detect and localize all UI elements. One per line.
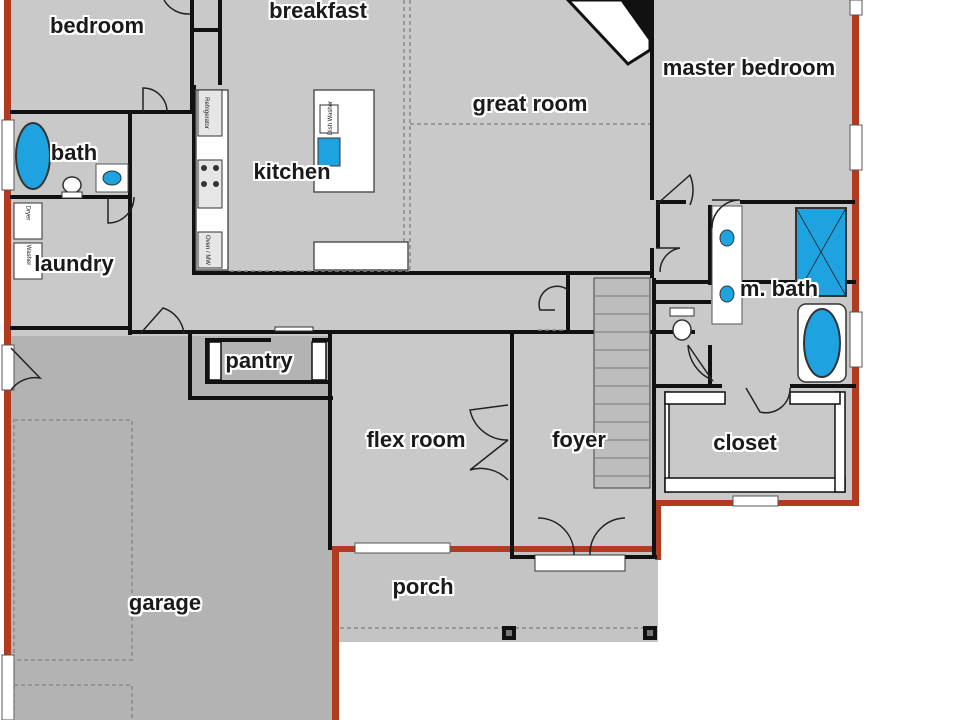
window [1,654,15,720]
room-label-bath: bath [50,140,98,165]
refrigerator-label: Refrigerator [202,97,209,129]
fireplace-firebox [620,0,650,42]
front-door-threshold [534,554,626,572]
room-label-bedroom: bedroom [49,13,145,38]
porch-column-inner [647,630,653,636]
master-toilet [672,319,692,341]
dish-washer-label: Dish Washer [328,100,335,136]
window [849,0,863,16]
bath-sink [102,170,122,186]
room-label-closet: closet [713,430,777,455]
room-label-pantry: pantry [225,348,293,373]
room-label-laundry: laundry [34,251,114,276]
master-bathtub [803,308,841,378]
dish-washer [319,104,339,134]
dryer [13,202,43,240]
window [354,542,451,554]
room-label-kitchen: kitchen [253,159,331,184]
master-vanity [711,205,743,325]
burner [213,165,219,171]
window [732,495,779,507]
window [1,344,15,391]
room-label-great-room: great room [472,91,588,116]
burner [213,181,219,187]
room-label-flex-room: flex room [366,427,466,452]
room-label-foyer: foyer [552,427,606,452]
stairs [593,277,651,489]
burner [201,181,207,187]
toilet [62,176,82,194]
window [1,119,15,191]
dryer-label: Dryer [24,205,31,221]
doors [10,0,791,556]
interior-walls [10,0,856,559]
vanity-sink [719,285,735,303]
shower-cross [795,207,847,297]
ceiling-lines [13,0,655,720]
washer [13,242,43,280]
burner [201,165,207,171]
bathtub [15,122,51,190]
window [849,311,863,368]
master-toilet-tank [669,307,695,317]
lower-right-cutout [655,500,960,720]
exterior-wall-flex-right [655,500,661,560]
room-label-porch: porch [392,574,454,599]
breakfast-bar [313,241,409,271]
kitchen-sink [317,137,341,167]
pantry-door-gap [274,326,314,332]
toilet-tank [61,191,83,199]
vanity-sink [719,229,735,247]
garage-floor [10,336,332,720]
exterior-wall-porch-left [332,546,339,720]
room-label-garage: garage [128,590,202,615]
room-label-breakfast: breakfast [269,0,367,23]
exterior-wall-porch-top [332,546,657,552]
exterior-wall-right [852,0,859,506]
washer-label: Washer [25,244,32,266]
refrigerator [197,89,223,137]
window [849,124,863,171]
oven-mw [197,231,223,269]
oven-mw-label: Oven / MW [204,234,211,266]
room-label-master-bedroom: master bedroom [662,55,836,80]
fireplace [565,0,652,66]
room-label-m-bath: m. bath [739,276,819,301]
porch-column-inner [506,630,512,636]
